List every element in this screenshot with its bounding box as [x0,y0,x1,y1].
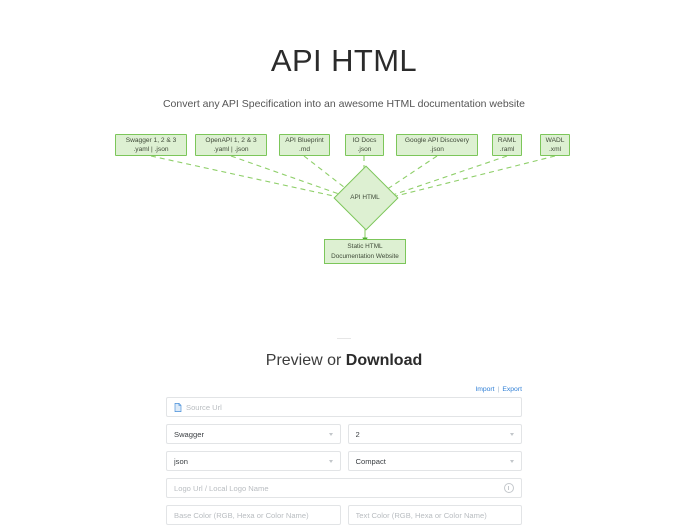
form-row-spec: Swagger 2 [166,424,522,444]
logo-url-input[interactable]: Logo Url / Local Logo Name [166,478,522,498]
form-row-colors: Base Color (RGB, Hexa or Color Name) Tex… [166,505,522,525]
source-format-box: Google API Discovery .json [396,134,478,157]
page-title: API HTML [270,43,418,78]
source-formats: .json [357,146,372,154]
source-name: IO Docs [352,136,377,144]
source-format-box: API Blueprint .md [279,134,330,157]
section-divider [337,338,351,339]
spec-version-select[interactable]: 2 [347,424,522,444]
section-heading: Preview or Download [0,352,688,370]
source-name: RAML [497,136,517,144]
logo-url-placeholder: Logo Url / Local Logo Name [174,483,269,493]
processor-label: API HTML [350,193,380,201]
panel-actions: Import|Export [166,386,522,397]
source-format-box: Swagger 1, 2 & 3 .yaml | .json [115,134,187,157]
source-name: WADL [545,136,565,144]
source-name: OpenAPI 1, 2 & 3 [205,136,257,144]
output-line-2: Documentation Website [331,252,399,260]
form-row-source: Source Url [166,397,522,417]
source-formats: .yaml | .json [213,146,249,154]
source-formats: .xml [548,146,562,154]
source-name: Swagger 1, 2 & 3 [125,136,177,144]
section-heading-prefix: Preview or [265,352,346,369]
export-link[interactable]: Export [502,386,522,393]
source-name: Google API Discovery [404,136,470,144]
source-formats: .yaml | .json [133,146,169,154]
source-format-box: WADL .xml [540,134,570,157]
form-row-logo: Logo Url / Local Logo Name [166,478,522,498]
info-icon[interactable] [504,483,514,493]
source-format-box: OpenAPI 1, 2 & 3 .yaml | .json [195,134,267,157]
spec-type-value: Swagger [174,429,204,439]
chevron-down-icon [328,459,333,463]
chevron-down-icon [328,432,333,436]
source-name: API Blueprint [285,136,324,144]
source-url-placeholder: Source Url [186,402,222,412]
source-url-input[interactable]: Source Url [166,397,522,417]
spec-type-select[interactable]: Swagger [166,424,341,444]
section-heading-strong: Download [345,352,423,369]
chevron-down-icon [510,459,514,463]
spec-version-value: 2 [355,429,360,439]
layout-select[interactable]: Compact [347,451,522,471]
source-format-box: RAML .raml [492,134,522,157]
page-subtitle: Convert any API Specification into an aw… [162,98,526,111]
source-format-box: IO Docs .json [345,134,384,157]
output-line-1: Static HTML [347,242,383,250]
layout-value: Compact [355,456,386,466]
architecture-diagram: Swagger 1, 2 & 3 .yaml | .json OpenAPI 1… [0,126,688,286]
source-formats: .md [299,146,310,154]
output-node: Static HTML Documentation Website [324,239,406,264]
import-link[interactable]: Import [475,386,495,393]
source-formats: .json [430,146,444,154]
format-value: json [174,456,188,466]
text-color-input[interactable]: Text Color (RGB, Hexa or Color Name) [347,505,522,525]
source-formats: .raml [499,146,515,154]
file-icon [174,402,182,412]
configuration-panel: Import|Export Source Url Swagger 2 json … [166,386,522,532]
hero-section: API HTML Convert any API Specification i… [0,0,688,110]
processor-node: API HTML [333,165,399,231]
form-row-format: json Compact [166,451,522,471]
chevron-down-icon [510,432,514,436]
base-color-input[interactable]: Base Color (RGB, Hexa or Color Name) [166,505,341,525]
link-separator: | [497,386,500,393]
format-select[interactable]: json [166,451,341,471]
